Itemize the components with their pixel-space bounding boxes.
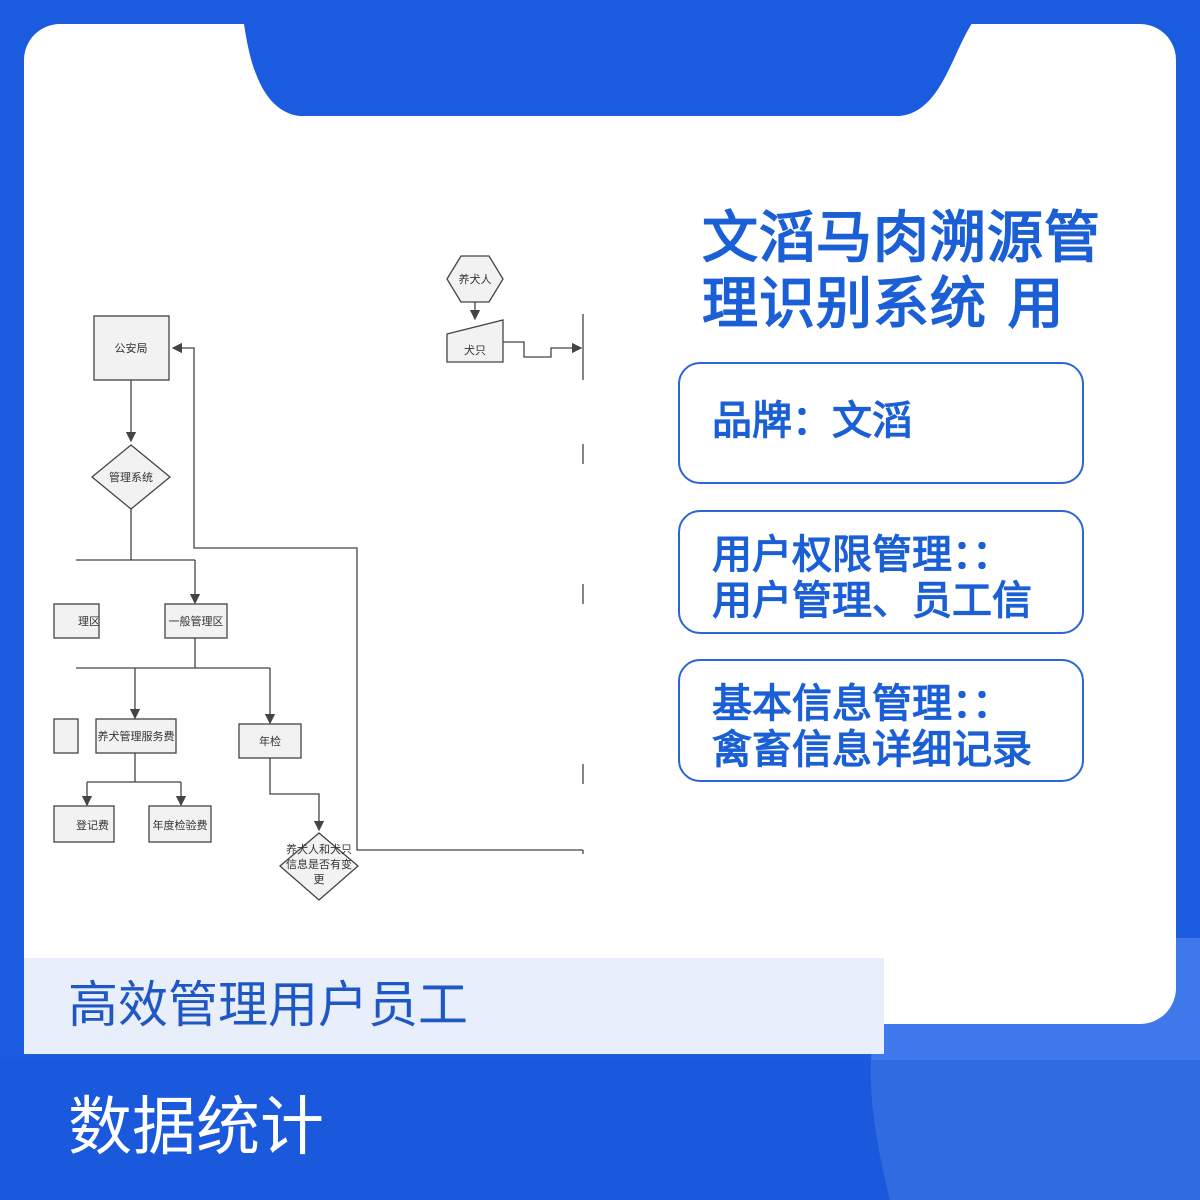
- page-title: 文滔马肉溯源管 理识别系统 用: [702, 206, 1132, 338]
- system-label: 管理系统: [109, 470, 153, 484]
- annual-fee-box: [148, 805, 212, 843]
- police-label: 公安局: [115, 341, 148, 355]
- service-fee-label: 养犬管理服务费: [98, 729, 175, 743]
- brand-box: 品牌：文滔: [678, 362, 1084, 484]
- reg-fee-box: [53, 805, 115, 843]
- owner-label: 养犬人: [459, 272, 492, 286]
- title-line-1: 文滔马肉溯源管: [702, 206, 1101, 271]
- basic-info-line-1: 基本信息管理：：: [712, 681, 1012, 727]
- zone-label-partial: 理区: [78, 615, 100, 628]
- owner-hexagon: [446, 255, 504, 303]
- general-zone-box: [164, 603, 228, 639]
- brand-text: 品牌：文滔: [712, 398, 912, 444]
- service-fee-box: [95, 718, 177, 754]
- change-label-3: 更: [314, 873, 325, 886]
- annual-check-label: 年检: [259, 734, 281, 748]
- annual-fee-label: 年度检验费: [153, 818, 208, 832]
- footer-text: 数据统计: [68, 1091, 324, 1165]
- change-label-1: 养犬人和犬只: [286, 842, 352, 856]
- general-zone-label: 一般管理区: [169, 614, 224, 628]
- change-diamond: [279, 832, 359, 901]
- user-permission-line-1: 用户权限管理：：: [712, 532, 1012, 578]
- dog-label: 犬只: [464, 343, 486, 357]
- basic-info-line-2: 禽畜信息详细记录: [712, 727, 1032, 773]
- annual-check-box: [238, 723, 302, 759]
- user-permission-line-2: 用户管理、员工信: [712, 578, 1032, 624]
- band-text: 高效管理用户员工: [68, 976, 468, 1034]
- dog-shape: [446, 319, 504, 363]
- title-line-2: 理识别系统 用: [702, 272, 1065, 337]
- light-band: [24, 958, 884, 1054]
- top-notch: [240, 0, 1000, 116]
- user-permission-box: 用户权限管理：： 用户管理、员工信: [678, 510, 1084, 634]
- reg-fee-label: 登记费: [76, 818, 109, 832]
- zone-box-partial: [53, 603, 100, 639]
- basic-info-box: 基本信息管理：： 禽畜信息详细记录: [678, 659, 1084, 782]
- flowchart-image: 养犬人 犬只 公安局 管理系统 理区 一般管理区 养犬管理服务费 年检 登记费 …: [53, 255, 584, 901]
- change-label-2: 信息是否有变: [286, 857, 352, 871]
